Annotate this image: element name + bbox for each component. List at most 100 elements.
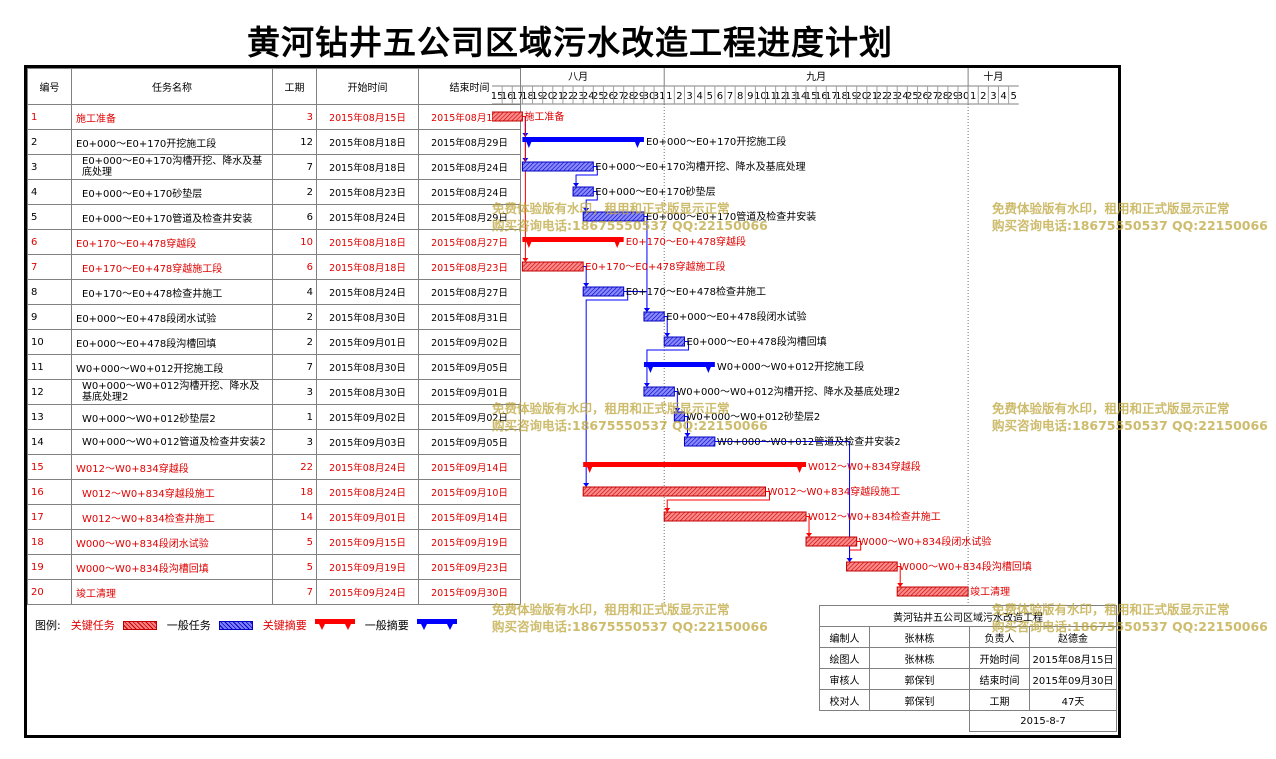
dependency-line: [684, 416, 688, 433]
bar-label: W0+000～W0+012开挖施工段: [717, 360, 864, 373]
cell-name: W012～W0+834穿越段施工: [71, 479, 273, 505]
day-label: 8: [737, 91, 743, 102]
day-label: 23: [886, 91, 899, 102]
day-label: 5: [707, 91, 713, 102]
day-label: 30: [643, 91, 656, 102]
dependency-line: [666, 491, 771, 508]
dependency-arrow: [583, 283, 590, 287]
task-bar: [582, 211, 645, 222]
day-label: 10: [754, 91, 767, 102]
cell-duration: 3: [272, 379, 317, 405]
task-bar: [846, 561, 898, 572]
day-label: 31: [653, 91, 666, 102]
bar-label: W000～W0+834段闭水试验: [859, 535, 992, 548]
timescale-header: 八月九月十月1516171819202122232425262728293031…: [492, 68, 1019, 105]
task-bar: [663, 336, 685, 347]
cell-duration: 7: [272, 354, 317, 380]
task-bar: [492, 111, 523, 122]
day-label: 4: [696, 91, 702, 102]
task-bar: [582, 486, 767, 497]
cell-id: 7: [27, 254, 72, 280]
dependency-arrow: [643, 383, 650, 387]
day-label: 25: [906, 91, 919, 102]
bar-label: W012～W0+834穿越段: [808, 460, 921, 473]
cell-end: 2015年09月02日: [418, 329, 521, 355]
cell-id: 10: [27, 329, 72, 355]
cell-name: W000～W0+834段沟槽回填: [71, 554, 273, 580]
cell-end: 2015年09月19日: [418, 529, 521, 555]
dependency-arrow: [522, 258, 529, 262]
cell-id: 5: [27, 204, 72, 230]
task-bar: [521, 261, 584, 272]
info-row: 编制人张林栋负责人赵德金: [819, 626, 1117, 648]
col-header-start: 开始时间: [316, 68, 419, 105]
cell-id: 8: [27, 279, 72, 305]
day-label: 21: [551, 91, 564, 102]
bar-label: E0+000～E0+478段沟槽回填: [686, 335, 826, 348]
info-cell: 2015年08月15日: [1029, 647, 1117, 669]
day-label: 3: [990, 91, 996, 102]
cell-id: 2: [27, 129, 72, 155]
legend-item-normal-task: 一般任务: [167, 617, 253, 633]
summary-bar: [583, 462, 807, 473]
cell-start: 2015年08月18日: [316, 154, 419, 180]
cell-end: 2015年08月29日: [418, 129, 521, 155]
day-label: 1: [666, 91, 672, 102]
info-title-row: 黄河钻井五公司区域污水改造工程: [819, 605, 1117, 627]
bar-label: E0+000～E0+478段闭水试验: [666, 310, 806, 323]
cell-id: 4: [27, 179, 72, 205]
cell-duration: 14: [272, 504, 317, 530]
dependency-links: [522, 116, 904, 587]
info-cell: 2015年09月30日: [1029, 668, 1117, 690]
cell-end: 2015年09月14日: [418, 504, 521, 530]
bar-label: W0+000～W0+012砂垫层2: [686, 410, 820, 423]
cell-start: 2015年09月03日: [316, 429, 419, 455]
cell-end: 2015年08月24日: [418, 179, 521, 205]
dependency-line: [646, 341, 689, 383]
legend-critical-task-text: 关键任务: [70, 619, 115, 632]
cell-duration: 5: [272, 529, 317, 555]
dependency-line: [664, 316, 668, 333]
cell-start: 2015年08月30日: [316, 379, 419, 405]
cell-end: 2015年08月29日: [418, 204, 521, 230]
month-label: 八月: [568, 71, 588, 83]
cell-duration: 12: [272, 129, 317, 155]
info-project-title: 黄河钻井五公司区域污水改造工程: [819, 605, 1117, 627]
day-label: 2: [980, 91, 986, 102]
day-label: 16: [815, 91, 828, 102]
info-date: 2015-8-7: [969, 710, 1117, 732]
info-date-row: 2015-8-7: [819, 710, 1117, 732]
dependency-arrow: [643, 308, 650, 312]
cell-start: 2015年08月30日: [316, 304, 419, 330]
day-label: 25: [592, 91, 605, 102]
info-cell: 审核人: [819, 668, 870, 690]
day-label: 24: [582, 91, 595, 102]
cell-id: 12: [27, 379, 72, 405]
info-cell: 郭保钊: [869, 668, 970, 690]
cell-id: 20: [27, 579, 72, 605]
task-bar: [663, 511, 807, 522]
day-label: 18: [835, 91, 848, 102]
cell-id: 6: [27, 229, 72, 255]
cell-duration: 2: [272, 179, 317, 205]
summary-bar: [643, 362, 715, 373]
cell-name: E0+170～E0+478穿越段: [71, 229, 273, 255]
cell-start: 2015年08月24日: [316, 454, 419, 480]
cell-end: 2015年09月01日: [418, 379, 521, 405]
cell-duration: 1: [272, 404, 317, 430]
day-label: 28: [936, 91, 949, 102]
day-label: 29: [633, 91, 646, 102]
cell-id: 18: [27, 529, 72, 555]
day-label: 17: [511, 91, 524, 102]
